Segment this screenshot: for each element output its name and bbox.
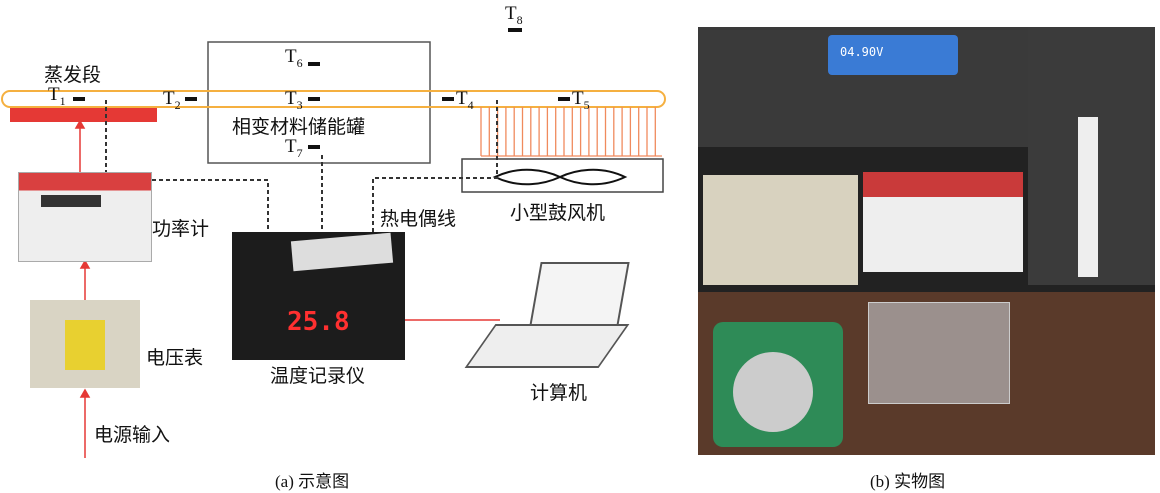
voltmeter-photo	[30, 300, 140, 388]
recorder-label: 温度记录仪	[270, 365, 366, 387]
power-meter-photo	[18, 172, 152, 262]
fan-blade-icon	[492, 168, 628, 186]
power-wires	[74, 119, 500, 458]
blower-label: 小型鼓风机	[510, 202, 606, 224]
real-setup-photo: 04.90V	[698, 27, 1155, 455]
fins	[480, 107, 662, 157]
heat-pipe	[1, 90, 666, 108]
sensor-t4: T4	[456, 88, 474, 112]
recorder-display: 25.8	[287, 307, 350, 337]
sensor-t5: T5	[572, 88, 590, 112]
sensor-t3: T3	[285, 88, 303, 112]
evaporator-label: 蒸发段	[44, 64, 102, 86]
computer-label: 计算机	[530, 382, 588, 404]
meter-display: 04.90V	[840, 45, 884, 59]
sensor-t1: T1	[48, 84, 66, 108]
caption-a: (a) 示意图	[275, 472, 350, 491]
laptop-photo	[464, 262, 630, 370]
sensor-t7: T7	[285, 136, 303, 160]
power-input-label: 电源输入	[94, 424, 171, 446]
tank-label: 相变材料储能罐	[232, 116, 366, 138]
blower-box	[461, 158, 664, 193]
sensor-markers	[73, 28, 570, 149]
temperature-recorder-photo: 25.8	[232, 232, 405, 360]
power-meter-label: 功率计	[152, 218, 210, 240]
sensor-t2: T2	[163, 88, 181, 112]
thermocouple-wires	[105, 100, 498, 235]
sensor-t6: T6	[285, 46, 303, 70]
voltmeter-label: 电压表	[146, 347, 204, 369]
sensor-t8: T8	[505, 3, 523, 27]
thermocouple-label: 热电偶线	[380, 208, 457, 230]
caption-b: (b) 实物图	[870, 472, 946, 491]
heater	[10, 108, 157, 122]
storage-tank-box	[207, 41, 431, 164]
